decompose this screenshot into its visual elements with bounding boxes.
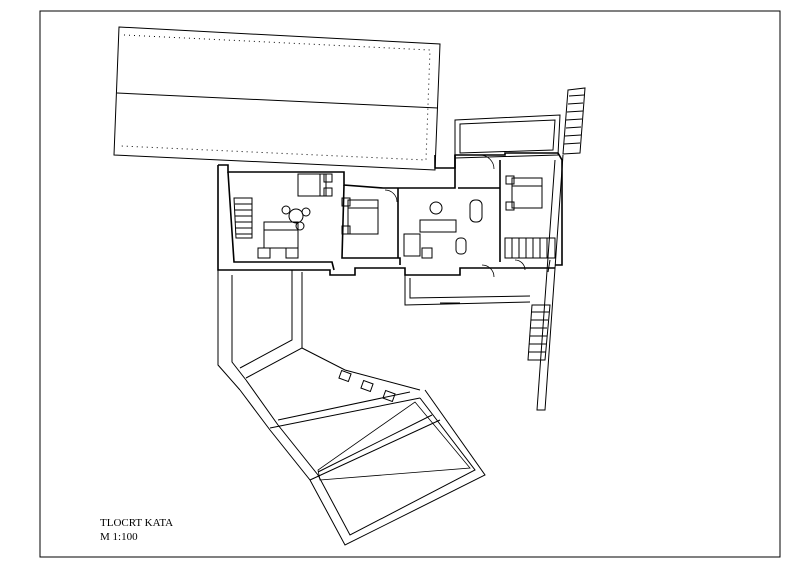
lower-wing (217, 270, 486, 546)
main-floor-walls (217, 152, 563, 276)
sheet-border (39, 10, 781, 558)
title-block: TLOCRT KATA M 1:100 (100, 516, 173, 544)
dining-table (281, 205, 311, 231)
bed-1 (297, 173, 333, 197)
drawing-scale: M 1:100 (100, 531, 138, 543)
retaining-wall-right (536, 154, 564, 411)
bed-4 (505, 175, 543, 211)
bed-2 (257, 221, 299, 259)
stairs-left (233, 197, 253, 239)
stairs-right-inner (504, 237, 556, 259)
stairs-lower-right (527, 304, 551, 361)
bathroom-fixtures (403, 199, 483, 259)
roof-outline (113, 26, 441, 171)
bed-3 (341, 197, 379, 235)
drawing-title: TLOCRT KATA (100, 517, 174, 529)
door-swings (384, 154, 526, 278)
terrace-lower (404, 275, 531, 306)
stairs-upper-right (562, 87, 586, 155)
balcony-upper-right (454, 114, 561, 159)
